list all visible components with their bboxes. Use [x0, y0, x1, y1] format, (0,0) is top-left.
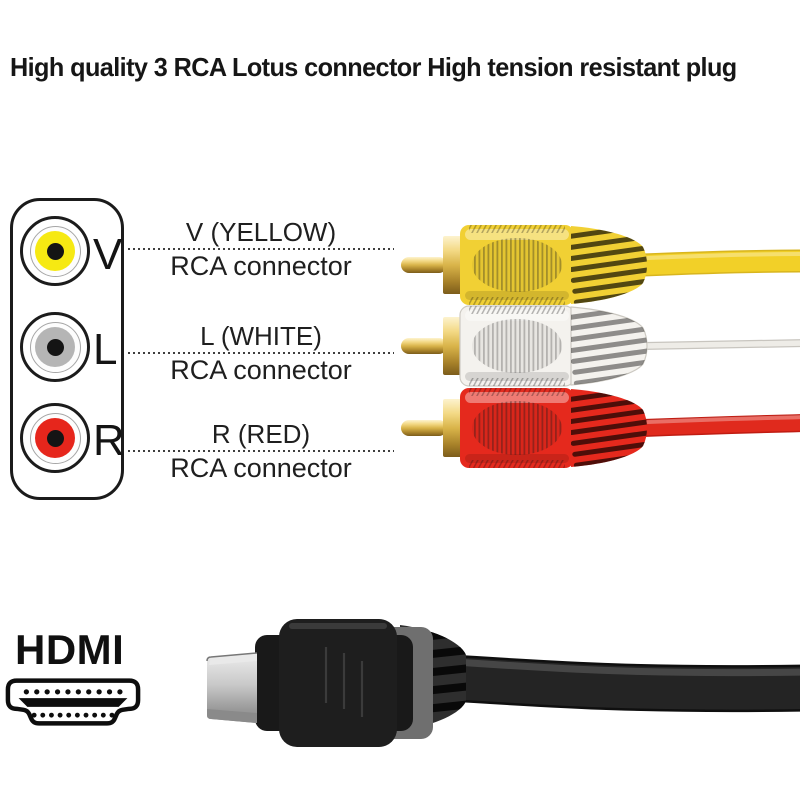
- rca-pin: [401, 420, 447, 436]
- rca-gold-collar: [443, 236, 462, 294]
- rca-pin: [401, 338, 447, 354]
- annotation-line2: RCA connector: [170, 251, 352, 281]
- rca-gold-collar: [443, 399, 462, 457]
- red-rca-plug: [401, 388, 800, 468]
- yellow-jack-disc: [35, 231, 75, 271]
- strain-relief: [570, 306, 648, 386]
- grip-ribs: [472, 319, 562, 373]
- annotation-line1: V (YELLOW): [185, 217, 337, 247]
- knurl-texture: [469, 388, 565, 396]
- left-audio-jack: [20, 312, 90, 382]
- dotted-leader-line: [128, 248, 394, 250]
- annotation-line1: R (RED): [211, 419, 311, 449]
- mold-lines: [324, 647, 364, 717]
- grip-ribs: [472, 401, 562, 455]
- hdmi-cable-plug: [206, 619, 800, 747]
- red-jack-disc: [35, 418, 75, 458]
- dotted-leader-line: [128, 450, 394, 452]
- jack-letter-l: L: [93, 325, 118, 374]
- jack-ring: [29, 321, 81, 373]
- knurl-texture: [469, 225, 565, 233]
- video-jack: [20, 216, 90, 286]
- yellow-rca-plug: [401, 225, 800, 305]
- jack-core: [46, 338, 64, 356]
- jack-core: [46, 242, 64, 260]
- jack-letter-v: V: [93, 230, 123, 279]
- jack-letter-r: R: [93, 416, 125, 465]
- rca-gold-collar: [443, 317, 462, 375]
- dotted-leader-line: [128, 352, 394, 354]
- annotation-line2: RCA connector: [170, 453, 352, 483]
- hdmi-pins-bottom: [31, 712, 115, 718]
- grip-ribs: [472, 238, 562, 292]
- annotation-line2: RCA connector: [170, 355, 352, 385]
- rca-pin: [401, 257, 447, 273]
- right-audio-jack: [20, 403, 90, 473]
- annotation-left-audio: L (WHITE) RCA connector: [128, 321, 394, 387]
- knurl-texture: [469, 306, 565, 314]
- rca-jack-panel: V L R: [10, 198, 125, 500]
- hdmi-center-bar: [18, 698, 128, 707]
- page-title: High quality 3 RCA Lotus connector High …: [10, 52, 737, 82]
- white-jack-disc: [35, 327, 75, 367]
- jack-ring: [29, 412, 81, 464]
- hdmi-label: HDMI: [15, 626, 125, 673]
- jack-ring: [29, 225, 81, 277]
- hdmi-metal-tip: [206, 652, 258, 723]
- hdmi-port-icon: [5, 678, 141, 726]
- annotation-line1: L (WHITE): [200, 321, 322, 351]
- white-rca-plug: [401, 305, 800, 387]
- annotation-video: V (YELLOW) RCA connector: [128, 217, 394, 283]
- hdmi-pins-top: [23, 689, 123, 695]
- jack-core: [46, 429, 64, 447]
- annotation-right-audio: R (RED) RCA connector: [128, 419, 394, 485]
